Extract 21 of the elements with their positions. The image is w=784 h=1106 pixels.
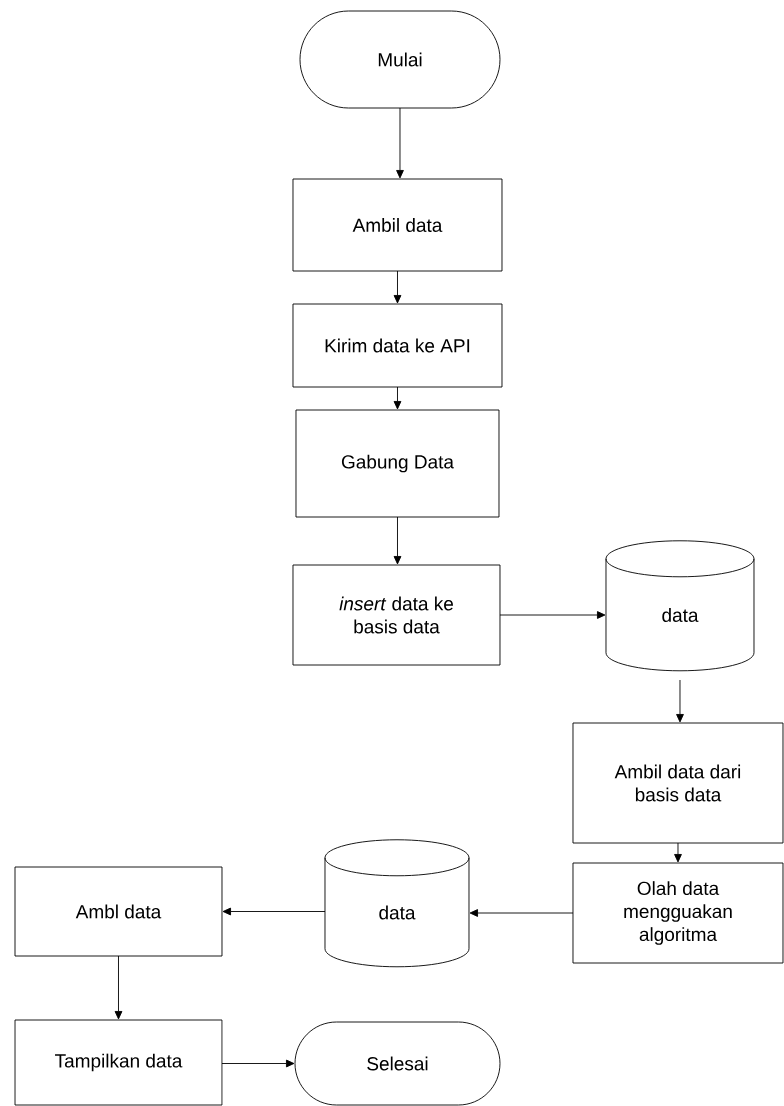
arrow bbox=[499, 611, 606, 619]
database-cylinder: data bbox=[324, 839, 470, 968]
process-box: insert data ke basis data bbox=[292, 564, 501, 666]
process-box: Ambil data dari basis data bbox=[572, 722, 784, 844]
process-box: Gabung Data bbox=[295, 409, 500, 518]
arrow bbox=[222, 907, 326, 916]
arrow bbox=[469, 909, 574, 917]
process-box: Ambl data bbox=[14, 866, 223, 957]
arrow bbox=[393, 386, 402, 410]
process-box: Tampilkan data bbox=[14, 1019, 223, 1106]
arrow bbox=[674, 842, 682, 863]
arrow bbox=[676, 679, 684, 723]
arrow bbox=[221, 1059, 295, 1068]
process-box: Kirim data ke API bbox=[292, 303, 503, 388]
arrow bbox=[114, 955, 123, 1020]
database-cylinder: data bbox=[605, 540, 755, 672]
arrow bbox=[393, 516, 402, 565]
process-box: Olah data mengguakan algoritma bbox=[572, 862, 784, 964]
process-box: Ambil data bbox=[292, 178, 503, 272]
arrow bbox=[396, 107, 404, 179]
arrow bbox=[393, 270, 402, 304]
